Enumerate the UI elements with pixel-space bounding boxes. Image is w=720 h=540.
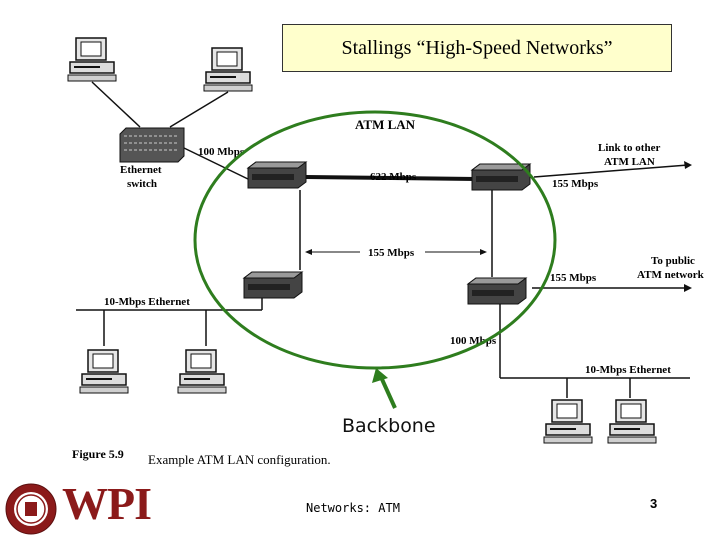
atm-switch-icon bbox=[471, 163, 531, 191]
wpi-logo: WPI bbox=[62, 478, 152, 529]
switch-link-100 bbox=[183, 147, 251, 181]
public-network-label: To public bbox=[651, 255, 695, 267]
ethernet-right-label: 10-Mbps Ethernet bbox=[585, 364, 671, 376]
wpi-seal-icon bbox=[5, 483, 57, 535]
atm-switch-icon bbox=[243, 271, 303, 299]
footer-topic: Networks: ATM bbox=[306, 501, 400, 515]
figure-number: Figure 5.9 bbox=[72, 447, 124, 461]
arrow-head-icon bbox=[684, 161, 692, 169]
public-network-label: ATM network bbox=[637, 269, 705, 281]
backbone-arrow bbox=[379, 376, 397, 409]
speed-label-155-right-top: 155 Mbps bbox=[552, 178, 599, 190]
backbone-label: Backbone bbox=[342, 415, 436, 437]
atm-switch-icon bbox=[247, 161, 307, 189]
workstation-icon bbox=[607, 399, 657, 444]
backbone-link-622 bbox=[305, 175, 477, 181]
workstation-icon bbox=[203, 47, 253, 92]
workstation-icon bbox=[543, 399, 593, 444]
ethernet-left-label: 10-Mbps Ethernet bbox=[104, 296, 190, 308]
atm-lan-diagram: Ethernet switch 100 Mbps 622 Mbps 155 Mb… bbox=[67, 37, 705, 467]
workstation-icon bbox=[79, 349, 129, 394]
ethernet-link-line bbox=[91, 81, 141, 128]
arrow-head-icon bbox=[684, 284, 692, 292]
arrow-head-icon bbox=[480, 249, 487, 255]
backbone-ellipse bbox=[193, 110, 557, 370]
link-other-atm-lan bbox=[533, 164, 689, 178]
arrow-head-icon bbox=[372, 368, 388, 383]
workstation-icon bbox=[67, 37, 117, 82]
speed-label-155-mid: 155 Mbps bbox=[368, 247, 415, 259]
arrow-head-icon bbox=[305, 249, 312, 255]
atm-switch-icon bbox=[467, 277, 527, 305]
link-other-label: ATM LAN bbox=[604, 156, 655, 168]
ethernet-switch-label: switch bbox=[127, 178, 157, 190]
page-number: 3 bbox=[650, 496, 658, 511]
speed-label-100-top: 100 Mbps bbox=[198, 146, 245, 158]
speed-label-100-bottom: 100 Mbps bbox=[450, 335, 497, 347]
atm-lan-label: ATM LAN bbox=[355, 117, 416, 132]
ethernet-switch-label: Ethernet bbox=[120, 164, 162, 176]
link-other-label: Link to other bbox=[598, 142, 660, 154]
figure-caption: Example ATM LAN configuration. bbox=[148, 452, 331, 467]
ethernet-switch-icon bbox=[119, 127, 185, 163]
speed-label-622: 622 Mbps bbox=[370, 171, 417, 183]
slide-title: Stallings “High-Speed Networks” bbox=[282, 24, 672, 72]
speed-label-155-right-bottom: 155 Mbps bbox=[550, 272, 597, 284]
workstation-icon bbox=[177, 349, 227, 394]
ethernet-link-line bbox=[169, 91, 229, 128]
